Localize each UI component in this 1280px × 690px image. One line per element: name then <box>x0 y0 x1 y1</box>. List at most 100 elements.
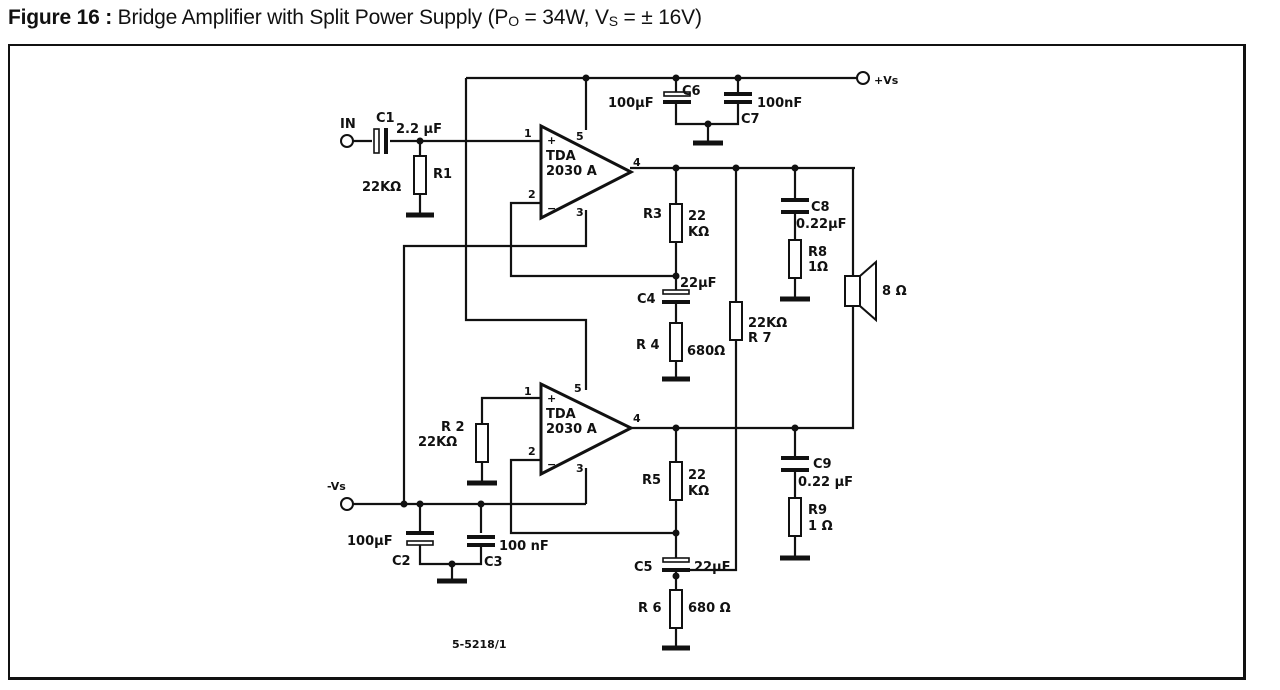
ic2-pin5: 5 <box>574 382 582 395</box>
figure-frame <box>8 44 1246 680</box>
caption-title-prefix: Bridge Amplifier with Split Power Supply… <box>117 6 509 29</box>
ic2-name-line2: 2030 A <box>546 422 597 437</box>
capacitor-c6: C6 100µF <box>608 84 701 111</box>
pos-supply-label: +Vs <box>874 74 899 87</box>
resistor-r2: R 2 22KΩ <box>418 420 489 463</box>
capacitor-c7: 100nF C7 <box>724 92 802 127</box>
capacitor-c5: C5 22µF <box>634 557 731 575</box>
resistor-r8: R8 1Ω <box>788 239 828 279</box>
resistor-body-icon <box>729 301 743 341</box>
junction <box>400 500 408 508</box>
r7-value: 22KΩ <box>748 316 787 331</box>
r5-ref: R5 <box>642 473 661 488</box>
po-subscript: O <box>508 13 519 29</box>
capacitor-c3: 100 nF C3 <box>467 535 549 570</box>
input-label: IN <box>340 117 356 132</box>
r3-value-a: 22 <box>688 209 706 224</box>
r5-value-b: KΩ <box>688 484 709 499</box>
opamp-triangle-icon <box>539 381 635 477</box>
r4-ref: R 4 <box>636 338 660 353</box>
amplifier-ic2: + − TDA 2030 A 1 2 3 4 5 <box>524 381 641 477</box>
capacitor-c8: C8 0.22µF <box>781 198 847 232</box>
resistor-r9: R9 1 Ω <box>788 497 833 537</box>
capacitor-plate-icon <box>406 540 434 546</box>
ic2-name-line1: TDA <box>546 407 576 422</box>
junction <box>448 560 456 568</box>
c2-ref: C2 <box>392 554 411 569</box>
junction <box>582 74 590 82</box>
resistor-body-icon <box>669 322 683 362</box>
r6-value: 680 Ω <box>688 601 731 616</box>
neg-supply-label: -Vs <box>327 480 346 493</box>
r1-value: 22KΩ <box>362 180 401 195</box>
caption-mid: = 34W, V <box>518 6 609 29</box>
c1-value: 2.2 µF <box>396 122 442 137</box>
resistor-body-icon <box>475 423 489 463</box>
ic2-pin3: 3 <box>576 462 584 475</box>
junction <box>734 74 742 82</box>
ic1-name-line2: 2030 A <box>546 164 597 179</box>
resistor-r4: R 4 680Ω <box>636 322 725 362</box>
r8-value: 1Ω <box>808 260 828 275</box>
junctions <box>400 74 799 580</box>
c7-ref: C7 <box>741 112 760 127</box>
c2-value: 100µF <box>347 534 393 549</box>
c3-ref: C3 <box>484 555 503 570</box>
r7-ref: R 7 <box>748 331 772 346</box>
resistor-r1: R1 22KΩ <box>362 155 452 195</box>
plus-sign: + <box>547 392 556 405</box>
c5-ref: C5 <box>634 560 653 575</box>
c3-value: 100 nF <box>499 539 549 554</box>
ic2-pin2: 2 <box>528 445 536 458</box>
junction <box>672 272 680 280</box>
r4-value: 680Ω <box>687 344 725 359</box>
plus-sign: + <box>547 134 556 147</box>
opamp-triangle-icon <box>539 123 635 221</box>
resistor-body-icon <box>669 589 683 629</box>
caption-title-suffix: = ± 16V) <box>617 6 702 29</box>
ic1-pin5: 5 <box>576 130 584 143</box>
resistor-r5: R5 22 KΩ <box>642 461 709 501</box>
r1-ref: R1 <box>433 167 452 182</box>
r8-ref: R8 <box>808 245 827 260</box>
r9-value: 1 Ω <box>808 519 833 534</box>
junction <box>672 424 680 432</box>
input-terminal <box>340 134 354 148</box>
resistor-body-icon <box>788 239 802 279</box>
amplifier-ic1: + − TDA 2030 A 1 2 3 4 5 <box>524 123 641 221</box>
capacitor-c2: 100µF C2 <box>347 531 434 569</box>
speaker-cone-icon <box>859 259 877 323</box>
ic1-pin1: 1 <box>524 127 532 140</box>
c9-value: 0.22 µF <box>798 475 853 490</box>
resistor-r3: R3 22 KΩ <box>643 203 709 243</box>
speaker-value: 8 Ω <box>882 284 907 299</box>
speaker-icon <box>844 275 861 307</box>
ic1-name-line1: TDA <box>546 149 576 164</box>
junction <box>672 74 680 82</box>
ic1-pin2: 2 <box>528 188 536 201</box>
wire-ic1-minus <box>509 201 676 278</box>
ic2-pin4: 4 <box>633 412 641 425</box>
wire-ic2-minus <box>509 458 676 535</box>
c1-ref: C1 <box>376 111 395 126</box>
c4-ref: C4 <box>637 292 656 307</box>
capacitor-plate-icon <box>373 128 380 154</box>
figure-label: Figure 16 : <box>8 6 112 29</box>
resistor-body-icon <box>788 497 802 537</box>
ic2-pin1: 1 <box>524 385 532 398</box>
c7-value: 100nF <box>757 96 802 111</box>
junction <box>791 164 799 172</box>
wire-vcc-ic2 <box>464 78 588 390</box>
junction <box>672 572 680 580</box>
c8-value: 0.22µF <box>796 217 847 232</box>
c4-value: 22µF <box>680 276 717 291</box>
c9-ref: C9 <box>813 457 832 472</box>
speaker: 8 Ω <box>844 259 907 323</box>
pos-supply-terminal <box>856 71 870 85</box>
junction <box>477 500 485 508</box>
capacitor-plate-icon <box>662 557 690 563</box>
figure-caption: Figure 16 : Bridge Amplifier with Split … <box>8 6 702 30</box>
r6-ref: R 6 <box>638 601 662 616</box>
ic1-pin4: 4 <box>633 156 641 169</box>
